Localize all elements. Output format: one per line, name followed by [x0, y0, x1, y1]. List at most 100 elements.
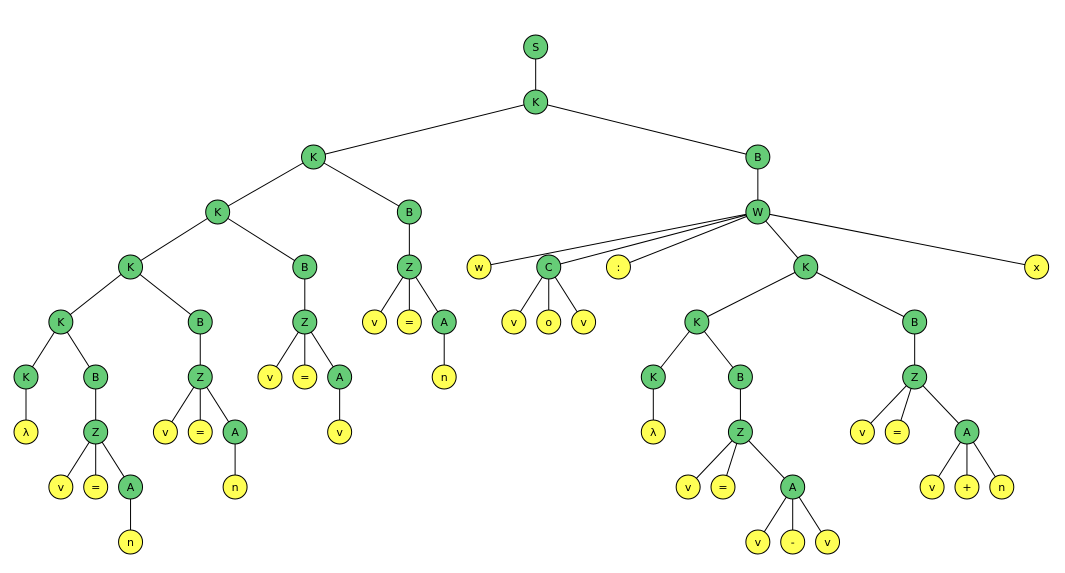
node-circle — [605, 254, 631, 280]
nonterminal-node: B — [83, 364, 109, 390]
node-label: A — [336, 371, 344, 384]
node-circle — [83, 474, 109, 500]
node-circle — [396, 254, 422, 280]
node-circle — [187, 364, 213, 390]
node-label: λ — [650, 426, 657, 439]
node-label: v — [824, 536, 831, 549]
node-label: W — [752, 206, 763, 219]
tree-edge — [217, 211, 306, 268]
node-circle — [83, 419, 109, 445]
node-circle — [362, 309, 387, 335]
node-circle — [675, 474, 701, 500]
nonterminal-node: B — [292, 254, 318, 280]
node-label: Z — [301, 316, 309, 329]
tree-edge — [130, 266, 201, 323]
node-label: v — [580, 316, 587, 329]
node-circle — [327, 364, 353, 390]
nonterminal-node: C — [536, 254, 562, 280]
node-label: Z — [406, 261, 414, 274]
terminal-node: = — [710, 474, 736, 500]
terminal-node: v — [327, 419, 353, 445]
terminal-node: = — [83, 474, 109, 500]
nonterminal-node: B — [727, 364, 753, 390]
nonterminal-node: W — [745, 199, 771, 225]
nonterminal-node: A — [118, 474, 144, 500]
nonterminal-node: S — [523, 34, 549, 60]
nonterminal-node: A — [222, 419, 248, 445]
terminal-node: = — [292, 364, 318, 390]
node-circle — [396, 309, 422, 335]
tree-edges — [25, 47, 1037, 543]
node-label: n — [127, 536, 134, 549]
node-label: K — [802, 261, 810, 274]
node-circle — [118, 529, 144, 555]
terminal-node: n — [222, 474, 248, 500]
node-label: v — [929, 481, 936, 494]
nonterminal-node: Z — [83, 419, 109, 445]
terminal-node: λ — [13, 419, 39, 445]
nonterminal-node: Z — [187, 364, 213, 390]
node-circle — [954, 419, 980, 445]
node-label: : — [617, 261, 621, 274]
nonterminal-node: Z — [902, 364, 928, 390]
nonterminal-node: K — [684, 309, 710, 335]
node-label: v — [336, 426, 343, 439]
node-circle — [745, 529, 771, 555]
node-label: A — [440, 316, 448, 329]
terminal-node: v — [675, 474, 701, 500]
terminal-node: v — [745, 529, 771, 555]
node-label: v — [371, 316, 378, 329]
nonterminal-node: K — [13, 364, 39, 390]
node-label: = — [196, 426, 205, 439]
nonterminal-node: Z — [396, 254, 422, 280]
node-circle — [793, 254, 819, 280]
tree-edge — [313, 156, 410, 213]
node-label: w — [475, 261, 484, 274]
node-label: Z — [911, 371, 919, 384]
node-circle — [292, 254, 318, 280]
node-label: K — [127, 261, 135, 274]
node-label: v — [755, 536, 762, 549]
node-label: v — [511, 316, 518, 329]
terminal-node: : — [605, 254, 631, 280]
tree-edge — [217, 156, 314, 213]
node-circle — [187, 309, 213, 335]
node-circle — [222, 419, 248, 445]
nonterminal-node: K — [48, 309, 74, 335]
node-label: v — [859, 426, 866, 439]
node-circle — [727, 364, 753, 390]
nonterminal-node: A — [954, 419, 980, 445]
terminal-node: λ — [640, 419, 666, 445]
node-circle — [989, 474, 1015, 500]
node-circle — [536, 309, 562, 335]
node-label: B — [406, 206, 414, 219]
node-label: K — [310, 151, 318, 164]
terminal-node: v — [257, 364, 283, 390]
node-label: v — [685, 481, 692, 494]
terminal-node: + — [954, 474, 980, 500]
nonterminal-node: K — [205, 199, 231, 225]
node-circle — [187, 419, 213, 445]
node-circle — [684, 309, 710, 335]
nonterminal-node: A — [327, 364, 353, 390]
node-circle — [780, 474, 806, 500]
node-label: n — [998, 481, 1005, 494]
node-circle — [710, 474, 736, 500]
terminal-node: n — [118, 529, 144, 555]
node-circle — [13, 419, 39, 445]
node-circle — [292, 309, 318, 335]
node-circle — [152, 419, 178, 445]
node-label: C — [545, 261, 553, 274]
node-label: B — [754, 151, 762, 164]
node-circle — [501, 309, 527, 335]
node-circle — [466, 254, 492, 280]
nonterminal-node: K — [793, 254, 819, 280]
node-circle — [849, 419, 875, 445]
node-label: S — [532, 41, 539, 54]
node-circle — [640, 419, 666, 445]
terminal-node: - — [780, 529, 806, 555]
node-label: = — [893, 426, 902, 439]
node-circle — [536, 254, 562, 280]
node-label: Z — [92, 426, 100, 439]
